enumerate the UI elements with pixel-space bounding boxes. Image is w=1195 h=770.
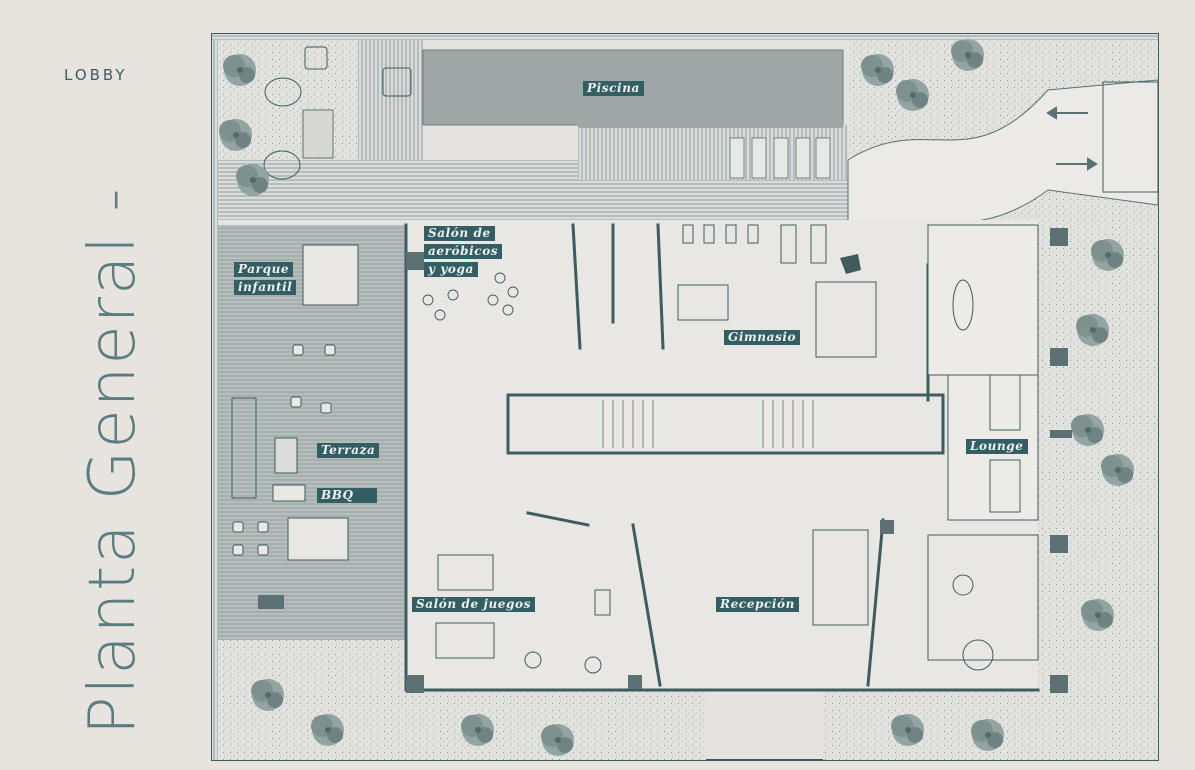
table-icon (435, 529, 1039, 674)
page-title: Planta General - (76, 186, 150, 735)
floor-plan (211, 33, 1159, 761)
lounge-chair-icon (729, 137, 831, 179)
room-label-line: infantil (234, 280, 297, 295)
room-label-line: Salón de (424, 226, 495, 241)
section-label: LOBBY (64, 66, 128, 84)
room-label-lounge: Lounge (966, 439, 1028, 454)
room-label-recepcion: Recepción (716, 597, 799, 612)
arrow-right-icon (1056, 157, 1098, 171)
room-label-juegos: Salón de juegos (412, 597, 535, 612)
room-label-terraza: Terraza (317, 443, 380, 458)
room-label-line: aeróbicos (424, 244, 503, 259)
room-label-gimnasio: Gimnasio (724, 330, 801, 345)
gym-equipment-icon (677, 224, 877, 358)
room-label-aerobicos: Salón de aeróbicos y yoga (424, 226, 503, 280)
room-label-piscina: Piscina (583, 81, 644, 96)
room-label-line: y yoga (424, 262, 478, 277)
room-label-parque: Parque infantil (234, 262, 297, 298)
room-label-bbq: BBQ (317, 488, 377, 503)
room-label-line: Parque (234, 262, 294, 277)
arrow-left-icon (1046, 106, 1088, 120)
